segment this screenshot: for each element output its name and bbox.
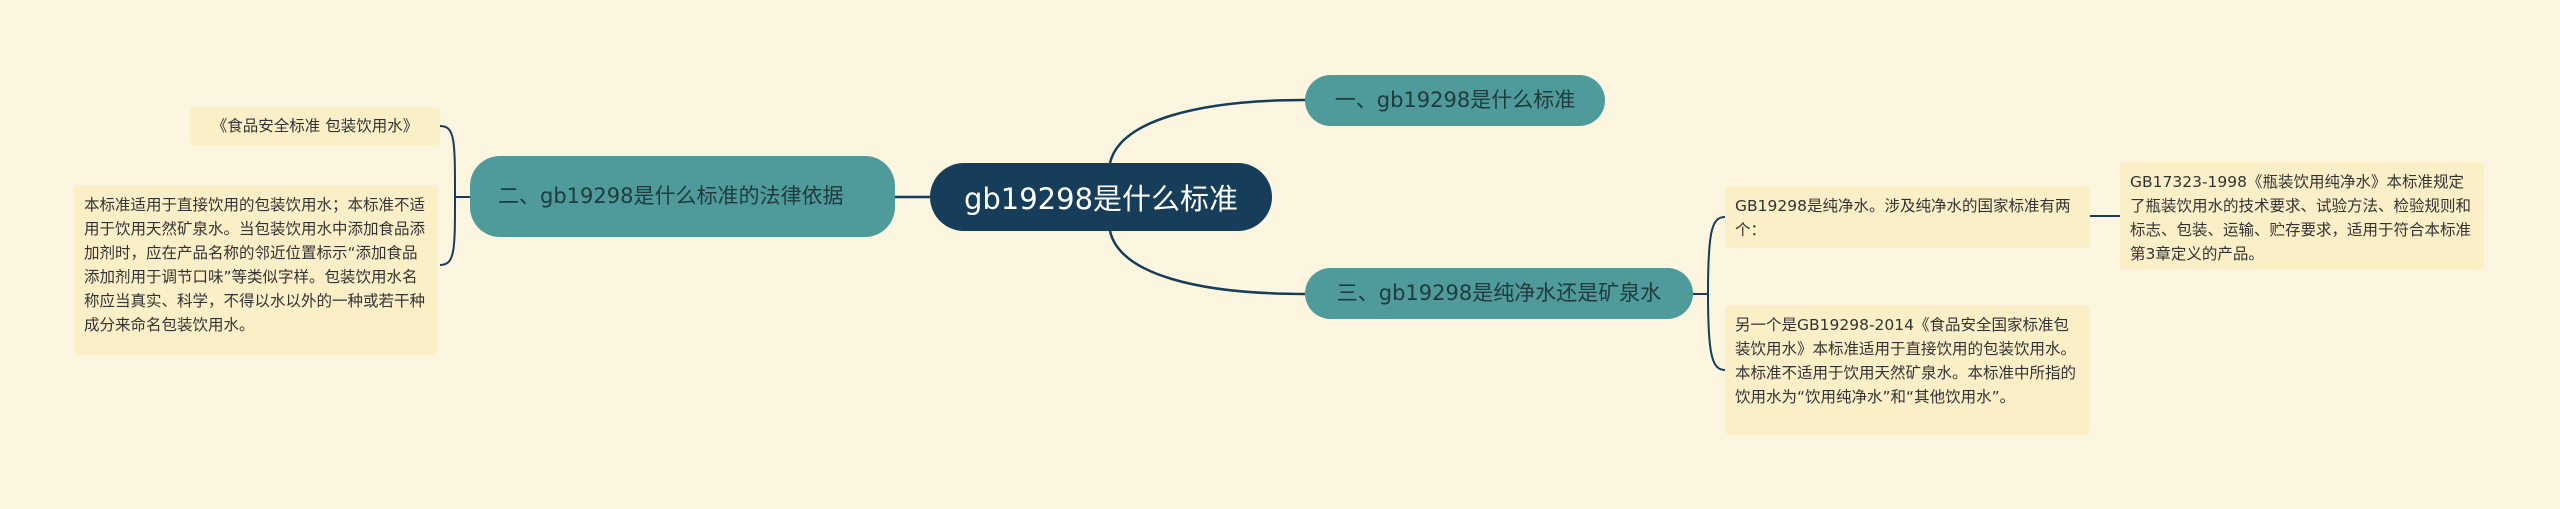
root-topic-label: gb19298是什么标准 [963,182,1239,216]
branch-topic-2-label: 二、gb19298是什么标准的法律依据 [498,184,844,209]
link-root-b3 [1108,230,1306,296]
leaf-topic-scope[interactable]: 本标准适用于直接饮用的包装饮用水；本标准不适用于饮用天然矿泉水。当包装饮用水中添… [74,185,438,355]
root-topic[interactable]: gb19298是什么标准 [930,163,1272,231]
leaf-topic-pure-water[interactable]: GB19298是纯净水。涉及纯净水的国家标准有两个： [1725,186,2090,248]
branch-topic-1-label: 一、gb19298是什么标准 [1334,88,1576,113]
link-root-b1 [1108,98,1306,164]
branch-topic-2[interactable]: 二、gb19298是什么标准的法律依据 [470,156,895,237]
branch-topic-1[interactable]: 一、gb19298是什么标准 [1305,75,1605,126]
branch-topic-3-label: 三、gb19298是纯净水还是矿泉水 [1336,281,1662,306]
leaf-topic-gb17323[interactable]: GB17323-1998《瓶装饮用纯净水》本标准规定了瓶装饮用水的技术要求、试验… [2120,162,2484,270]
branch-topic-3[interactable]: 三、gb19298是纯净水还是矿泉水 [1305,268,1693,319]
leaf-topic-gb19298-2014[interactable]: 另一个是GB19298-2014《食品安全国家标准包装饮用水》本标准适用于直接饮… [1725,305,2090,435]
link-b3-bracket [1693,216,1726,371]
leaf-topic-standard-name[interactable]: 《食品安全标准 包装饮用水》 [190,107,440,145]
link-b2-bracket [439,125,470,266]
